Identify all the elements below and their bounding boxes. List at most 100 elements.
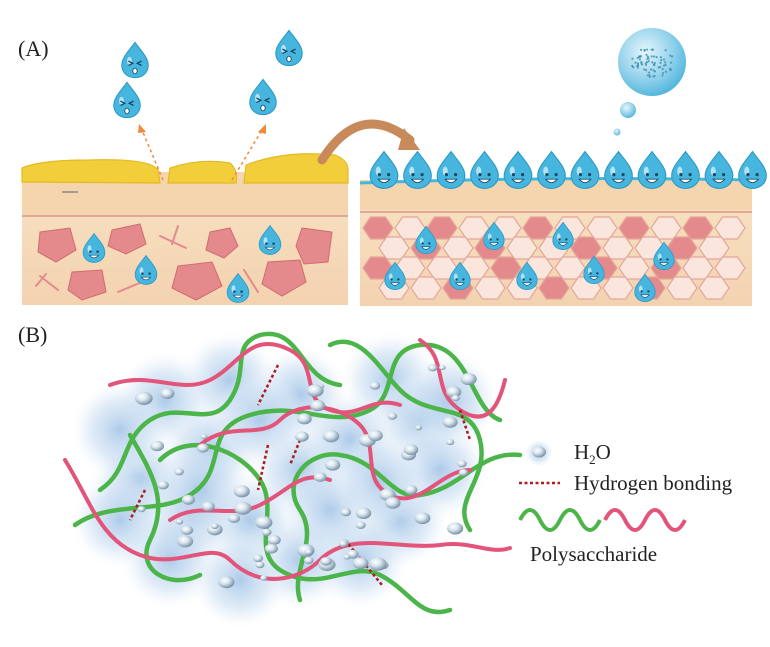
skin-cell — [538, 276, 570, 300]
droplet-eye — [640, 290, 643, 293]
sphere-speck — [631, 64, 634, 68]
dermal-cell — [261, 259, 307, 297]
water-molecule — [135, 391, 153, 405]
droplet-eye — [386, 172, 391, 177]
water-molecule — [338, 540, 348, 548]
sphere-speck — [661, 72, 665, 75]
droplet-body — [415, 225, 437, 255]
water-molecule — [303, 556, 314, 565]
dermal-fibre — [243, 269, 259, 293]
dermal-cell — [37, 227, 77, 263]
water-molecule — [296, 413, 312, 425]
evaporation-arrow-2 — [231, 129, 263, 181]
skin-cell — [602, 276, 634, 300]
sphere-speck — [664, 70, 667, 73]
sphere-speck — [653, 61, 656, 65]
legend-water-icon — [532, 446, 546, 458]
droplet-eye — [688, 172, 692, 177]
water-molecule — [160, 388, 175, 399]
droplet-eye — [659, 258, 662, 261]
water-molecule — [369, 381, 381, 390]
legend-polysaccharide-label: Polysaccharide — [530, 542, 658, 566]
droplet-eye — [612, 172, 616, 177]
water-molecule — [368, 429, 383, 442]
polysaccharide-sphere-bubble — [613, 28, 686, 136]
droplet-eye — [487, 172, 491, 177]
droplet-eye — [666, 258, 669, 261]
water-molecules — [135, 364, 477, 589]
droplet-eye — [545, 172, 549, 177]
droplet-smile — [421, 246, 431, 250]
water-molecule — [457, 460, 467, 468]
droplet-eye — [390, 278, 393, 281]
droplet-eye — [256, 97, 263, 104]
water-droplet — [226, 272, 250, 303]
water-molecule — [369, 557, 387, 571]
skin-cell — [410, 276, 442, 300]
sphere-speck — [649, 68, 653, 71]
hydrogen-bond — [128, 489, 147, 521]
legend-pink-strand-icon — [603, 508, 687, 532]
bubble-dot-large — [620, 102, 636, 118]
pink-polysaccharide-strand — [63, 458, 512, 581]
water-molecule — [439, 365, 446, 371]
water-molecule — [446, 439, 455, 446]
droplet-eye — [265, 242, 268, 245]
water-droplet — [436, 150, 466, 189]
pink-polysaccharide-strand — [168, 475, 332, 522]
sphere-speck — [636, 62, 640, 65]
water-droplet — [653, 241, 675, 271]
arrow-head-1 — [138, 124, 146, 133]
water-molecule — [403, 444, 419, 456]
hydrogen-bond — [288, 439, 302, 466]
droplet-body — [403, 150, 432, 189]
water-molecule — [255, 515, 273, 529]
droplet-body — [249, 78, 277, 116]
water-droplet — [637, 150, 667, 189]
water-clouds — [72, 332, 498, 628]
water-molecule — [196, 443, 209, 453]
droplet-smile — [659, 262, 669, 266]
droplet-body — [470, 150, 499, 189]
sphere-speck — [657, 66, 660, 69]
legend-green-strand-icon — [518, 508, 602, 532]
sphere-speck — [659, 56, 663, 59]
water-molecule — [304, 548, 313, 556]
droplet-eye — [529, 278, 532, 281]
dermal-fibre — [35, 273, 47, 287]
sphere-speck — [643, 68, 646, 71]
sphere-speck — [653, 74, 656, 78]
water-molecule — [404, 485, 418, 495]
sphere-speck — [648, 75, 651, 79]
droplet-eye — [397, 278, 400, 281]
water-droplet — [552, 221, 574, 251]
sphere-speck — [645, 61, 649, 64]
water-cloud — [72, 472, 168, 568]
green-polysaccharide-strand — [291, 452, 523, 603]
water-droplet — [275, 29, 303, 67]
water-molecule — [137, 506, 146, 513]
droplet-body — [653, 241, 675, 271]
droplet-eye — [135, 60, 142, 67]
droplet-eye — [596, 272, 599, 275]
droplet-body — [516, 261, 538, 291]
dermal-fibre — [117, 281, 143, 293]
droplet-eye — [496, 238, 499, 241]
dermal-cell — [295, 227, 333, 265]
sphere-speck — [646, 74, 649, 77]
hydrogen-bond — [256, 364, 280, 406]
droplet-eye — [233, 290, 236, 293]
droplet-smile — [589, 276, 599, 280]
droplet-body — [369, 150, 399, 189]
dry-skin-block — [21, 124, 349, 305]
water-molecule — [295, 431, 309, 442]
water-molecule — [446, 386, 462, 398]
droplet-body — [637, 150, 667, 189]
sebum-patch-3 — [243, 153, 349, 184]
droplet-smile — [611, 178, 626, 184]
droplet-smile — [645, 178, 659, 184]
sphere-speck — [648, 71, 651, 74]
droplet-eye — [428, 242, 431, 245]
